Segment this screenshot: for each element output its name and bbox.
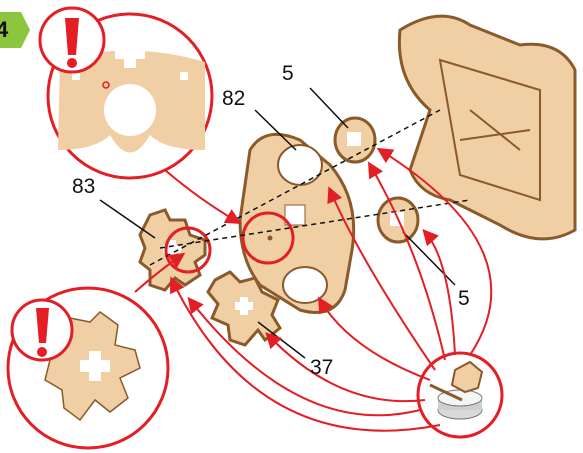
part-label-5-top: 5 — [282, 62, 294, 86]
part-label-83: 83 — [72, 175, 95, 199]
frame-assembly — [399, 16, 575, 239]
bottom-exclamation-icon — [12, 300, 72, 360]
part-label-5-bottom: 5 — [458, 287, 470, 311]
top-exclamation-icon — [40, 8, 104, 72]
part-label-82: 82 — [222, 87, 245, 111]
part-5-top-spacer — [335, 118, 375, 162]
part-label-37: 37 — [310, 356, 333, 380]
glue-pot-icon — [418, 353, 502, 437]
